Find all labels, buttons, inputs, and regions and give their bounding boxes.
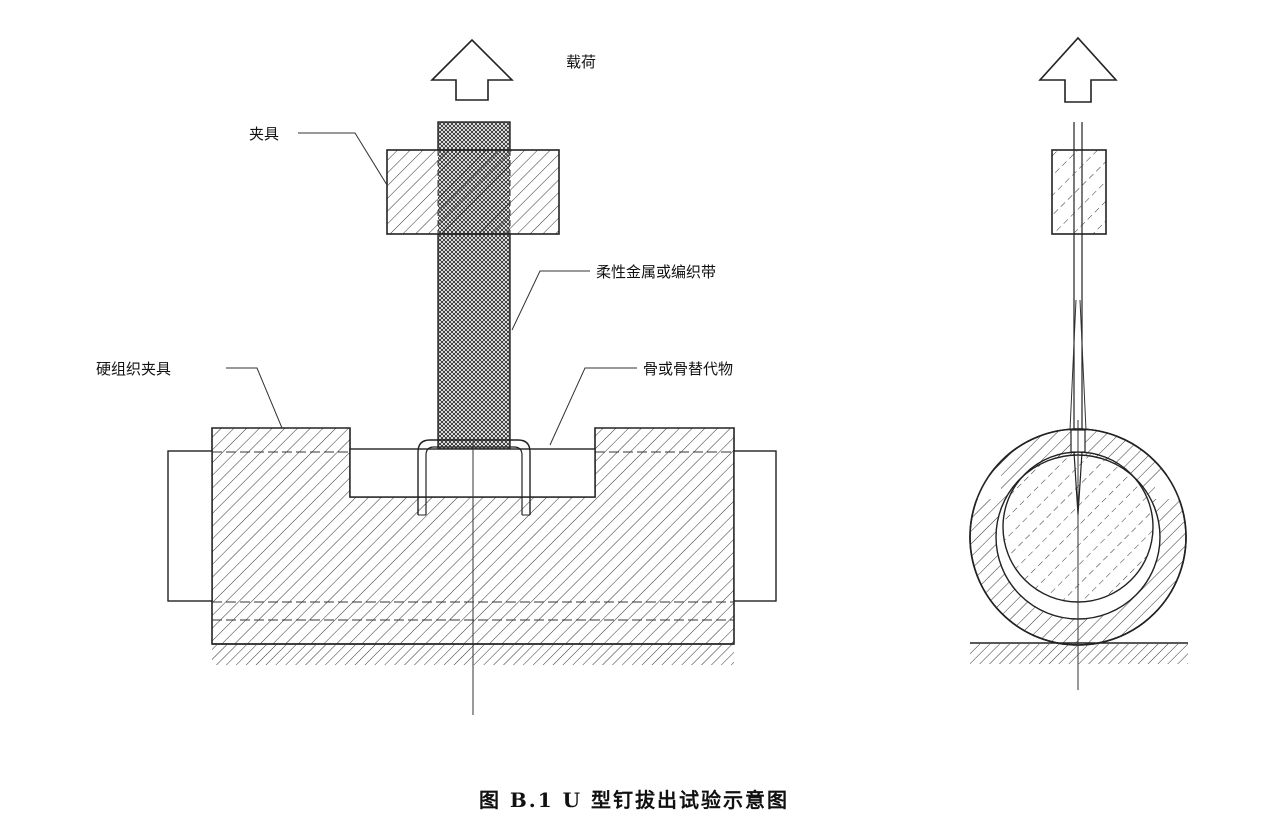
upper-clamp-side	[1051, 149, 1107, 235]
u-staple	[417, 439, 531, 516]
figure-caption: 图 B.1 U 型钉拔出试验示意图	[479, 788, 789, 812]
pull-rod	[437, 121, 511, 151]
leader-lines	[226, 132, 637, 446]
label-hard-tissue-clamp: 硬组织夹具	[96, 360, 171, 378]
label-flexible-band: 柔性金属或编织带	[596, 263, 716, 281]
load-arrow-right-icon	[1038, 36, 1118, 103]
ground-left	[212, 643, 734, 665]
upper-clamp	[386, 149, 560, 235]
label-bone: 骨或骨替代物	[643, 360, 733, 378]
label-load: 载荷	[566, 53, 596, 71]
flexible-band	[437, 233, 511, 450]
label-clamp: 夹具	[249, 125, 279, 143]
load-arrow-icon	[430, 38, 514, 101]
ground-right	[970, 642, 1188, 664]
